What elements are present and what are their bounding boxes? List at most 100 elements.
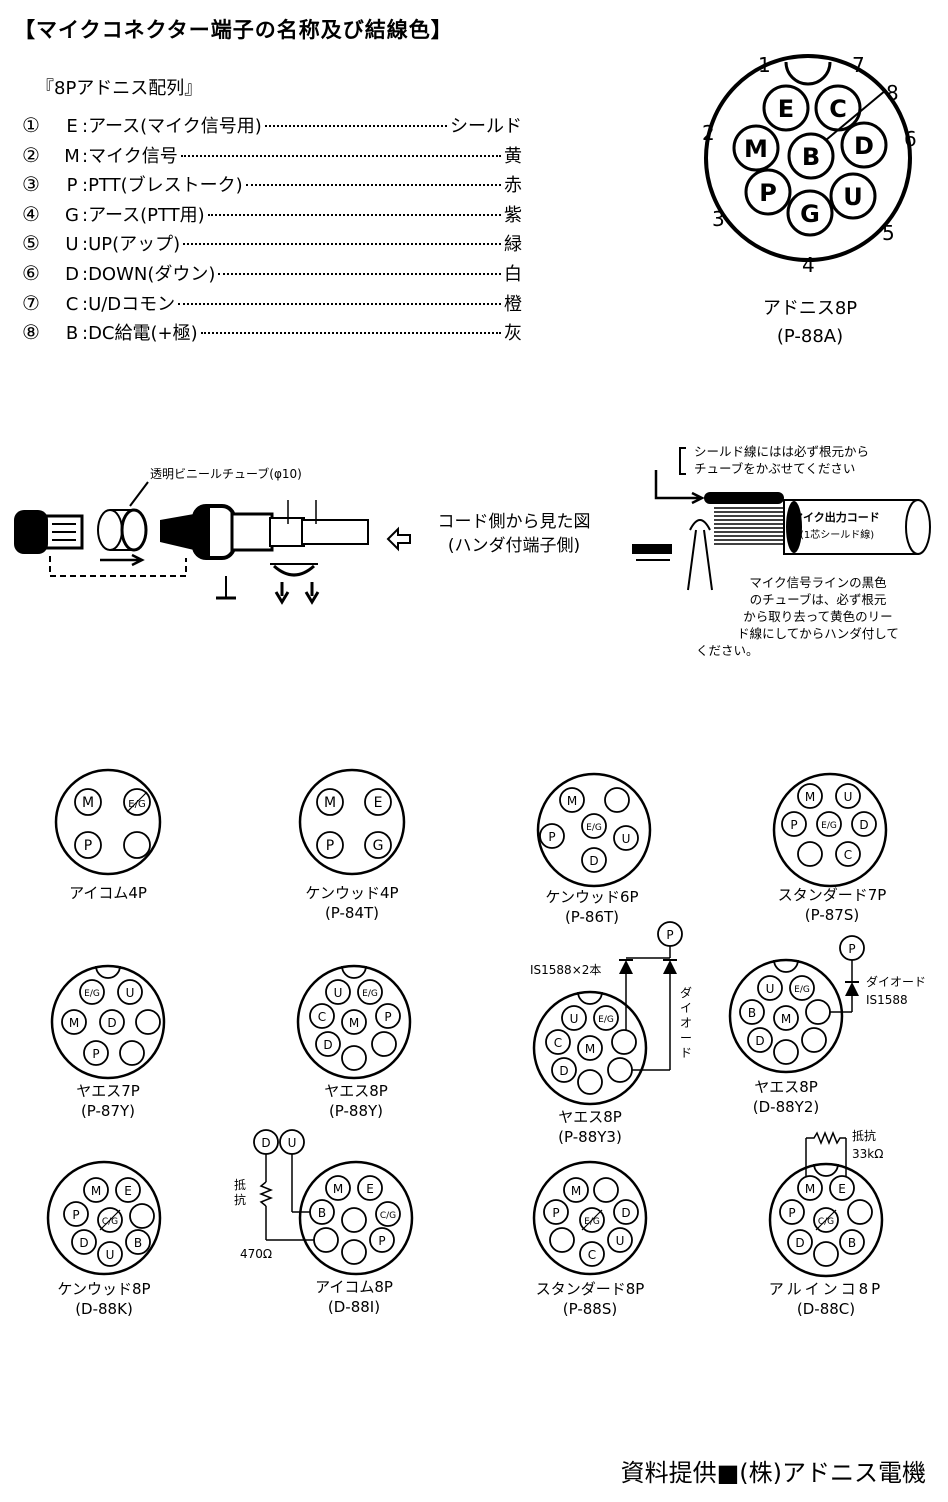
- connector-code: (D-88K): [75, 1300, 133, 1318]
- connector-key: [784, 61, 832, 86]
- leader-dots: [183, 243, 501, 246]
- svg-text:U: U: [766, 982, 775, 996]
- svg-text:P: P: [552, 1206, 559, 1220]
- pin-letter: P: [66, 175, 78, 197]
- connector-name: ケンウッド4P: [305, 884, 399, 902]
- svg-text:U: U: [334, 986, 343, 1000]
- svg-text:M: M: [82, 795, 94, 811]
- leader-dots: [264, 125, 447, 127]
- footer-credit: 資料提供■(株)アドニス電機: [620, 1459, 926, 1487]
- connector-grid: .b { fill:none; stroke:#000; stroke-widt…: [46, 768, 888, 1278]
- resistor-label-alinco: 抵抗: [852, 1129, 877, 1143]
- pin-d-label: D: [854, 132, 874, 160]
- pin-description: :PTT(ブレストーク): [82, 175, 243, 197]
- leader-dots: [178, 302, 501, 305]
- connector-name: アルインコ8P: [768, 1280, 884, 1298]
- down-arrow-icon: [274, 582, 290, 605]
- pin-number: ①: [22, 113, 40, 137]
- pin-u-circle: [829, 172, 877, 220]
- pin-letter: M: [64, 145, 80, 167]
- svg-text:G: G: [373, 838, 384, 854]
- leader-dots: [207, 213, 501, 216]
- connector-name: ケンウッド8P: [57, 1280, 151, 1298]
- leader-dots: [218, 272, 501, 275]
- svg-text:D: D: [795, 1236, 804, 1250]
- pin-number-1: 1: [758, 53, 771, 77]
- pin-p-label: P: [759, 179, 777, 207]
- pin-number-2: 2: [702, 121, 715, 145]
- pin-m-label: M: [744, 135, 768, 163]
- assembly-diagram: [14, 481, 369, 605]
- svg-text:C: C: [318, 1010, 326, 1024]
- diode-count-label: IS1588×2本: [530, 963, 602, 977]
- connector-name: ヤエス8P: [558, 1108, 622, 1126]
- pin-letter: D: [65, 263, 79, 285]
- cord-label-2: (1芯シールド線): [800, 530, 875, 541]
- shield-tube: [704, 492, 784, 504]
- connector-name: アイコム4P: [69, 884, 147, 902]
- diode-vertical-label: ダイオード: [680, 986, 693, 1060]
- svg-text:M: M: [69, 1016, 79, 1030]
- leader-dots: [200, 332, 501, 335]
- svg-text:C/G: C/G: [102, 1217, 118, 1227]
- connector-code: (P-88Y3): [558, 1128, 622, 1146]
- connector-standard7p: M U P E/G D C: [772, 772, 888, 888]
- svg-text:P: P: [666, 928, 673, 942]
- connector-yaesu7p: E/G U M D P: [50, 964, 166, 1080]
- vinyl-tube-end: [97, 509, 123, 551]
- resistor-icon: [258, 1181, 274, 1207]
- svg-text:E/G: E/G: [586, 823, 602, 833]
- connector-code: (P-87Y): [80, 1102, 136, 1120]
- shell-sleeve: [230, 512, 274, 552]
- svg-text:C/G: C/G: [380, 1211, 396, 1221]
- plug-body: [14, 510, 48, 554]
- pin-wire-color: 黄: [504, 145, 522, 167]
- connector-kenwood8p: M E P C/G D U B: [46, 1160, 162, 1276]
- svg-text:E/G: E/G: [794, 985, 810, 995]
- connector-yaesu8py3: U E/G C M D P: [532, 921, 683, 1106]
- right-arrow-icon: [100, 553, 145, 567]
- pin-b-circle: [787, 132, 835, 180]
- assembly-dashed-path: [49, 556, 187, 577]
- svg-text:E/G: E/G: [584, 1217, 600, 1227]
- svg-text:E: E: [366, 1182, 374, 1196]
- connector-name: スタンダード7P: [777, 886, 887, 904]
- svg-text:P: P: [384, 1010, 391, 1024]
- svg-text:E/G: E/G: [362, 989, 378, 999]
- yellow-lead: [632, 544, 672, 554]
- svg-text:E/G: E/G: [84, 989, 100, 999]
- connector-code: (D-88Y2): [752, 1098, 820, 1116]
- array-subtitle: 『8Pアドニス配列』: [36, 78, 203, 99]
- pin-description: :DOWN(ダウン): [82, 263, 216, 285]
- wire-strands: [714, 507, 792, 545]
- connector-code: (P-88S): [562, 1300, 618, 1318]
- cord-end-diagram: [632, 447, 931, 591]
- pin-m-circle: [732, 124, 780, 172]
- pin-wire-color: 橙: [504, 293, 522, 315]
- svg-text:D: D: [107, 1016, 116, 1030]
- svg-text:U: U: [288, 1136, 297, 1150]
- pin-letter: G: [65, 204, 79, 226]
- svg-text:M: M: [567, 794, 577, 808]
- svg-text:D: D: [589, 854, 598, 868]
- svg-text:D: D: [755, 1034, 764, 1048]
- pin-g-label: G: [800, 200, 820, 228]
- connector-name: ヤエス8P: [324, 1082, 388, 1100]
- pin-d-circle: [840, 121, 888, 169]
- svg-text:P: P: [72, 1208, 79, 1222]
- svg-text:B: B: [134, 1236, 142, 1250]
- pin-row: ④ G :アース(PTT用) 紫: [22, 201, 522, 231]
- pin-e-circle: [762, 84, 810, 132]
- pin-description: :マイク信号: [82, 145, 178, 167]
- pin-wire-color: 紫: [504, 204, 522, 226]
- tweezers-icon: [687, 529, 713, 591]
- cord-clamp: [272, 564, 316, 577]
- svg-text:M: M: [324, 795, 336, 811]
- note-arrow-icon: [654, 470, 705, 505]
- main-connector-code: (P-88A): [776, 326, 844, 347]
- connector-name: アイコム8P: [315, 1278, 393, 1296]
- svg-text:D: D: [621, 1206, 630, 1220]
- pin-c-label: C: [829, 95, 847, 123]
- view-label-2: (ハンダ付端子側): [447, 536, 581, 556]
- resistor-label-icom: 抵抗: [234, 1178, 247, 1207]
